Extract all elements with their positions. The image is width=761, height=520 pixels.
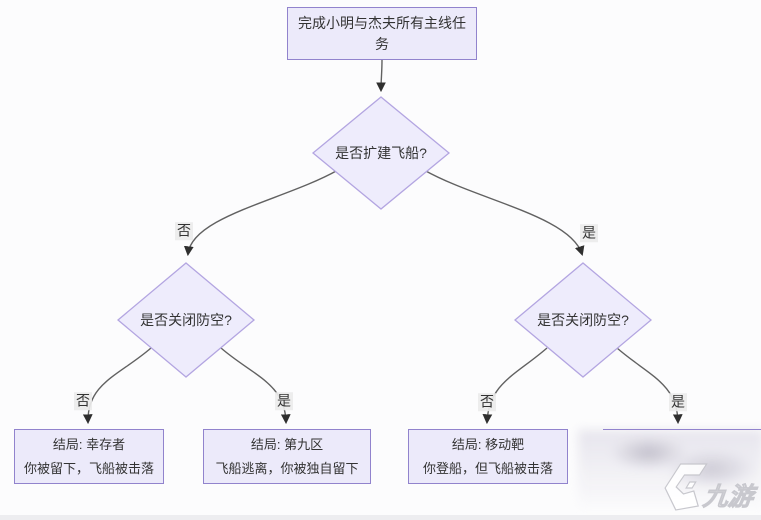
branch-label-yes-1: 是 [580,224,598,242]
ending-title: 结局: 幸存者 [52,437,126,453]
branch-label-yes-3: 是 [669,393,687,411]
branch-label-no-1: 否 [175,222,193,240]
edge-decision1-no [183,169,339,257]
decision3-diamond [513,262,653,378]
edge-decision2-no [82,347,152,425]
decision1-diamond [311,96,451,210]
ending-desc: 你登船，但飞船被击落 [422,460,553,476]
edge-start-to-decision1 [376,59,386,93]
ending-node-blurred-topborder [603,429,761,430]
branch-label-yes-2: 是 [275,392,293,410]
ending-desc: 飞船逃离，你被独自留下 [215,460,359,476]
edge-decision1-yes [423,169,585,257]
edge-decision2-yes [220,347,291,425]
ending-node-survivor: 结局: 幸存者 你被留下，飞船被击落 [14,429,164,484]
ending-title: 结局: 移动靶 [451,437,525,453]
branch-label-no-2: 否 [74,392,92,410]
branch-label-no-3: 否 [478,393,496,411]
edge-decision3-yes [616,347,683,425]
edge-decision3-no [482,347,548,425]
ending-title: 结局: 第九区 [250,437,324,453]
ending-node-moving-target: 结局: 移动靶 你登船，但飞船被击落 [408,429,568,484]
bottom-page-strip [0,515,761,520]
start-node: 完成小明与杰夫所有主线任务 [287,7,477,60]
decision2-diamond [116,262,256,378]
ending-node-district9: 结局: 第九区 飞船逃离，你被独自留下 [203,429,371,484]
ending-desc: 你被留下，飞船被击落 [23,460,154,476]
start-node-label: 完成小明与杰夫所有主线任务 [298,14,466,52]
